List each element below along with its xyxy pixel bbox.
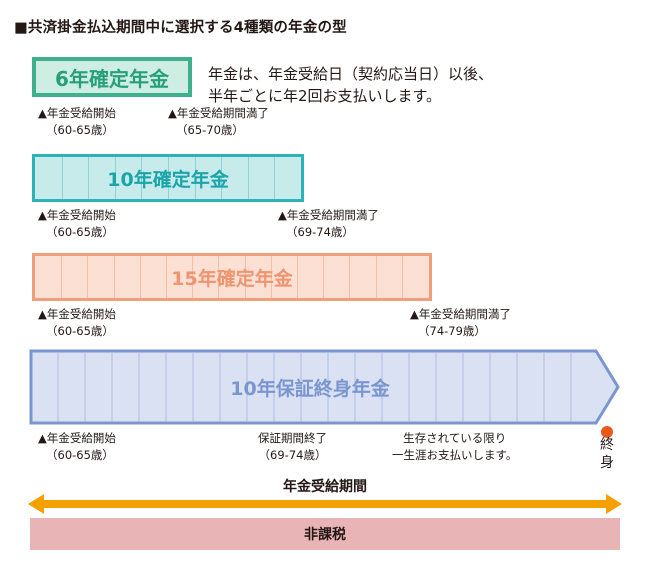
plan-15-year-end-note: ▲年金受給期間満了 （74-79歳） xyxy=(410,306,511,340)
plan-6-year-label: 6年確定年金 xyxy=(55,66,169,91)
year-divider xyxy=(270,256,272,298)
year-divider xyxy=(221,157,223,199)
year-divider xyxy=(166,256,167,298)
year-divider xyxy=(192,256,194,298)
lifetime-end-dot xyxy=(601,426,613,438)
lifetime-payment-note: 生存されている限り 一生涯お支払いします。 xyxy=(392,430,517,464)
plan-6-year-start-note: ▲年金受給開始 （60-65歳） xyxy=(38,105,116,139)
plan-lifetime-start-note: ▲年金受給開始 （60-65歳） xyxy=(38,430,116,464)
pension-period-arrow xyxy=(28,494,622,514)
plan-10-year-end-note: ▲年金受給期間満了 （69-74歳） xyxy=(278,207,379,241)
year-divider xyxy=(113,256,115,298)
year-divider xyxy=(139,256,141,298)
year-divider xyxy=(61,256,63,298)
end-ages: （74-79歳） xyxy=(418,324,486,338)
start-text: 年金受給開始 xyxy=(46,106,116,120)
start-marker: ▲ xyxy=(38,208,47,222)
year-divider xyxy=(88,157,90,199)
year-divider xyxy=(244,256,246,298)
end-dot-icon xyxy=(601,426,613,438)
start-ages: （60-65歳） xyxy=(46,324,114,338)
double-arrow-icon xyxy=(28,494,622,514)
pension-period-label: 年金受給期間 xyxy=(283,479,367,495)
year-divider xyxy=(274,157,276,199)
guarantee-end-ages: （69-74歳） xyxy=(258,448,327,462)
year-divider xyxy=(247,157,249,199)
plan-lifetime-arrow-body xyxy=(29,349,620,425)
end-marker: ▲ xyxy=(168,106,177,120)
year-divider xyxy=(87,256,89,298)
guarantee-end-note: 保証期間終了 （69-74歳） xyxy=(258,430,327,464)
year-divider xyxy=(141,157,143,199)
start-text: 年金受給開始 xyxy=(46,208,116,222)
plan-lifetime-label: 10年保証終身年金 xyxy=(230,377,390,400)
start-marker: ▲ xyxy=(38,307,47,321)
start-text: 年金受給開始 xyxy=(46,307,116,321)
end-text: 年金受給期間満了 xyxy=(418,307,511,321)
payment-description-line-1: 年金は、年金受給日（契約応当日）以後、 xyxy=(208,65,494,83)
plan-10-year-label: 10年確定年金 xyxy=(107,168,229,191)
lifetime-end-label: 終 身 xyxy=(598,436,616,472)
diagram-title: ■共済掛金払込期間中に選択する4種類の年金の型 xyxy=(14,20,347,36)
payment-description-line-2: 半年ごとに年2回お支払いします。 xyxy=(208,87,442,105)
year-divider xyxy=(61,157,63,199)
payment-description: 年金は、年金受給日（契約応当日）以後、 半年ごとに年2回お支払いします。 xyxy=(208,63,493,107)
lifetime-end-char-2: 身 xyxy=(600,455,614,471)
plan-15-year-start-note: ▲年金受給開始 （60-65歳） xyxy=(38,306,116,340)
plan-15-year-bar: 15年確定年金 xyxy=(32,253,432,301)
plan-10-year-bar: 10年確定年金 xyxy=(32,154,304,202)
start-text: 年金受給開始 xyxy=(46,431,116,445)
plan-6-year-bar: 6年確定年金 xyxy=(32,57,192,97)
end-text: 年金受給期間満了 xyxy=(286,208,379,222)
end-marker: ▲ xyxy=(278,208,287,222)
year-divider xyxy=(194,157,196,199)
start-ages: （60-65歳） xyxy=(46,225,114,239)
year-divider xyxy=(114,157,116,199)
guarantee-end-text: 保証期間終了 xyxy=(258,431,327,445)
start-marker: ▲ xyxy=(38,106,47,120)
end-ages: （69-74歳） xyxy=(286,225,354,239)
year-divider xyxy=(297,256,298,298)
plan-lifetime-segments xyxy=(57,353,572,421)
end-ages: （65-70歳） xyxy=(176,123,244,137)
year-divider xyxy=(349,256,351,298)
end-text: 年金受給期間満了 xyxy=(176,106,269,120)
start-ages: （60-65歳） xyxy=(46,448,114,462)
lifetime-end-char-1: 終 xyxy=(600,437,614,453)
lifetime-payment-line-1: 生存されている限り xyxy=(403,431,507,445)
start-marker: ▲ xyxy=(38,431,47,445)
plan-15-year-label: 15年確定年金 xyxy=(171,267,293,290)
lifetime-payment-line-2: 一生涯お支払いします。 xyxy=(392,448,518,462)
tax-exempt-bar: 非課税 xyxy=(30,518,620,550)
plan-10-year-start-note: ▲年金受給開始 （60-65歳） xyxy=(38,207,116,241)
plan-lifetime-arrow xyxy=(29,349,620,425)
year-divider xyxy=(401,256,403,298)
end-marker: ▲ xyxy=(410,307,419,321)
tax-exempt-label: 非課税 xyxy=(304,527,346,543)
year-divider xyxy=(218,256,220,298)
year-divider xyxy=(323,256,325,298)
start-ages: （60-65歳） xyxy=(46,123,114,137)
year-divider xyxy=(168,157,169,199)
year-divider xyxy=(375,256,377,298)
plan-6-year-end-note: ▲年金受給期間満了 （65-70歳） xyxy=(168,105,269,139)
